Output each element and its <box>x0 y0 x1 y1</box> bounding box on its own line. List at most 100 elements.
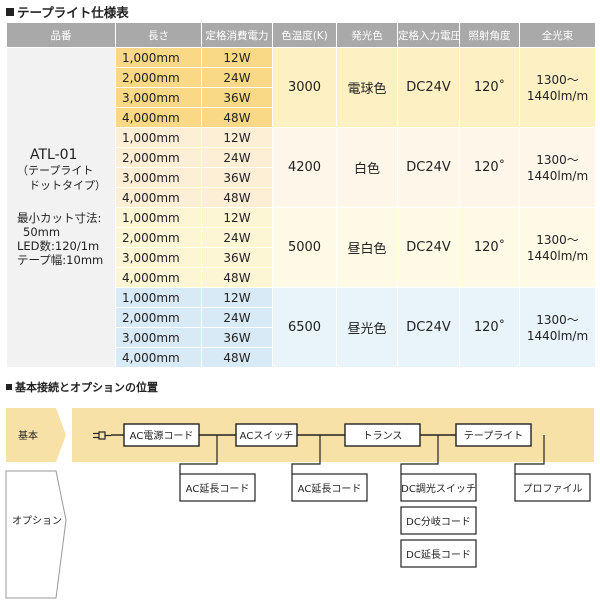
length-cell: 3,000mm <box>115 167 202 188</box>
header-color-temp: 色温度(K) <box>272 22 337 48</box>
length-cell: 2,000mm <box>115 227 202 248</box>
length-cell: 1,000mm <box>115 207 202 228</box>
power-cell: 24W <box>201 147 273 168</box>
power-cell: 48W <box>201 347 273 368</box>
voltage-cell: DC24V <box>397 47 460 128</box>
option-ac-extension-cord-2: AC延長コード <box>291 473 368 502</box>
lumen-cell: 1300〜1440lm/m <box>519 287 596 368</box>
connection-diagram: 基本 AC電源コード ACスイッチ トランス テープライト オプション AC延長… <box>5 408 594 599</box>
header-length: 長さ <box>115 22 202 48</box>
svg-text:ACスイッチ: ACスイッチ <box>240 430 294 442</box>
plug-icon <box>93 431 111 440</box>
power-cell: 12W <box>201 287 273 308</box>
power-cell: 48W <box>201 187 273 208</box>
option-ac-extension-cord-1: AC延長コード <box>179 473 256 502</box>
power-cell: 24W <box>201 307 273 328</box>
option-dc-branch-cord: DC分岐コード <box>400 506 477 535</box>
length-cell: 2,000mm <box>115 147 202 168</box>
svg-text:プロファイル: プロファイル <box>523 483 583 495</box>
power-cell: 36W <box>201 247 273 268</box>
header-lumen: 全光束 <box>519 22 596 48</box>
power-cell: 36W <box>201 327 273 348</box>
bullet-square-icon <box>6 8 14 16</box>
angle-cell: 120˚ <box>459 127 520 208</box>
length-cell: 4,000mm <box>115 267 202 288</box>
power-cell: 48W <box>201 267 273 288</box>
chain-ac-switch: ACスイッチ <box>235 423 298 447</box>
angle-cell: 120˚ <box>459 287 520 368</box>
spec-table: 品番 長さ 定格消費電力 色温度(K) 発光色 定格入力電圧 照射角度 全光束 … <box>6 22 596 368</box>
option-dc-dimmer-switch: DC調光スイッチ <box>400 473 477 502</box>
basic-label-arrow <box>6 408 66 462</box>
model-note-line2: ドットタイプ） <box>29 179 106 192</box>
color-cell: 昼光色 <box>336 287 398 368</box>
length-cell: 4,000mm <box>115 187 202 208</box>
svg-text:テープライト: テープライト <box>464 430 523 442</box>
color-cell: 白色 <box>336 127 398 208</box>
model-spec-line2: 50mm <box>23 225 61 239</box>
svg-text:DC調光スイッチ: DC調光スイッチ <box>401 482 476 495</box>
spec-section-title: テープライト仕様表 <box>6 2 129 21</box>
chain-transformer: トランス <box>344 423 421 447</box>
model-note-line1: （テープライト <box>17 164 94 177</box>
power-cell: 24W <box>201 67 273 88</box>
model-cell: ATL-01 （テープライト ドットタイプ） 最小カット寸法: 50mm LED… <box>6 47 116 368</box>
length-cell: 2,000mm <box>115 67 202 88</box>
chain-ac-power-cord: AC電源コード <box>123 423 200 447</box>
voltage-cell: DC24V <box>397 127 460 208</box>
power-cell: 12W <box>201 207 273 228</box>
header-model: 品番 <box>6 22 116 48</box>
power-cell: 36W <box>201 167 273 188</box>
length-cell: 1,000mm <box>115 47 202 68</box>
header-power: 定格消費電力 <box>201 22 273 48</box>
header-voltage: 定格入力電圧 <box>397 22 460 48</box>
lumen-cell: 1300〜1440lm/m <box>519 127 596 208</box>
length-cell: 4,000mm <box>115 347 202 368</box>
length-cell: 3,000mm <box>115 327 202 348</box>
power-cell: 12W <box>201 47 273 68</box>
lumen-cell: 1300〜1440lm/m <box>519 47 596 128</box>
length-cell: 1,000mm <box>115 127 202 148</box>
color-cell: 電球色 <box>336 47 398 128</box>
color-temp-cell: 4200 <box>272 127 337 208</box>
connection-section-title: 基本接続とオプションの位置 <box>6 379 158 395</box>
option-profile: プロファイル <box>514 473 591 502</box>
voltage-cell: DC24V <box>397 287 460 368</box>
header-angle: 照射角度 <box>459 22 520 48</box>
voltage-cell: DC24V <box>397 207 460 288</box>
bullet-square-icon <box>6 384 12 390</box>
option-label-arrow <box>5 470 67 599</box>
power-cell: 36W <box>201 87 273 108</box>
lumen-cell: 1300〜1440lm/m <box>519 207 596 288</box>
option-label: オプション <box>12 515 62 527</box>
table-row: ATL-01 （テープライト ドットタイプ） 最小カット寸法: 50mm LED… <box>6 47 596 368</box>
option-dc-extension-cord: DC延長コード <box>400 539 477 568</box>
angle-cell: 120˚ <box>459 207 520 288</box>
chain-tape-light: テープライト <box>455 423 532 447</box>
table-row: 1,000mm 12W 4200 白色 DC24V 120˚ 1300〜1440… <box>7 127 596 208</box>
svg-text:AC延長コード: AC延長コード <box>186 483 250 495</box>
model-spec-line1: 最小カット寸法: <box>17 211 102 225</box>
angle-cell: 120˚ <box>459 47 520 128</box>
length-cell: 2,000mm <box>115 307 202 328</box>
model-spec-line4: テープ幅:10mm <box>17 253 104 267</box>
table-row: 1,000mm 12W 6500 昼光色 DC24V 120˚ 1300〜144… <box>7 287 596 368</box>
svg-text:トランス: トランス <box>363 430 403 442</box>
length-cell: 3,000mm <box>115 247 202 268</box>
model-spec-line3: LED数:120/1m <box>17 239 100 253</box>
color-temp-cell: 3000 <box>272 47 337 128</box>
color-temp-cell: 5000 <box>272 207 337 288</box>
svg-text:AC延長コード: AC延長コード <box>298 483 362 495</box>
header-color: 発光色 <box>336 22 398 48</box>
power-cell: 24W <box>201 227 273 248</box>
svg-text:DC延長コード: DC延長コード <box>406 549 471 561</box>
